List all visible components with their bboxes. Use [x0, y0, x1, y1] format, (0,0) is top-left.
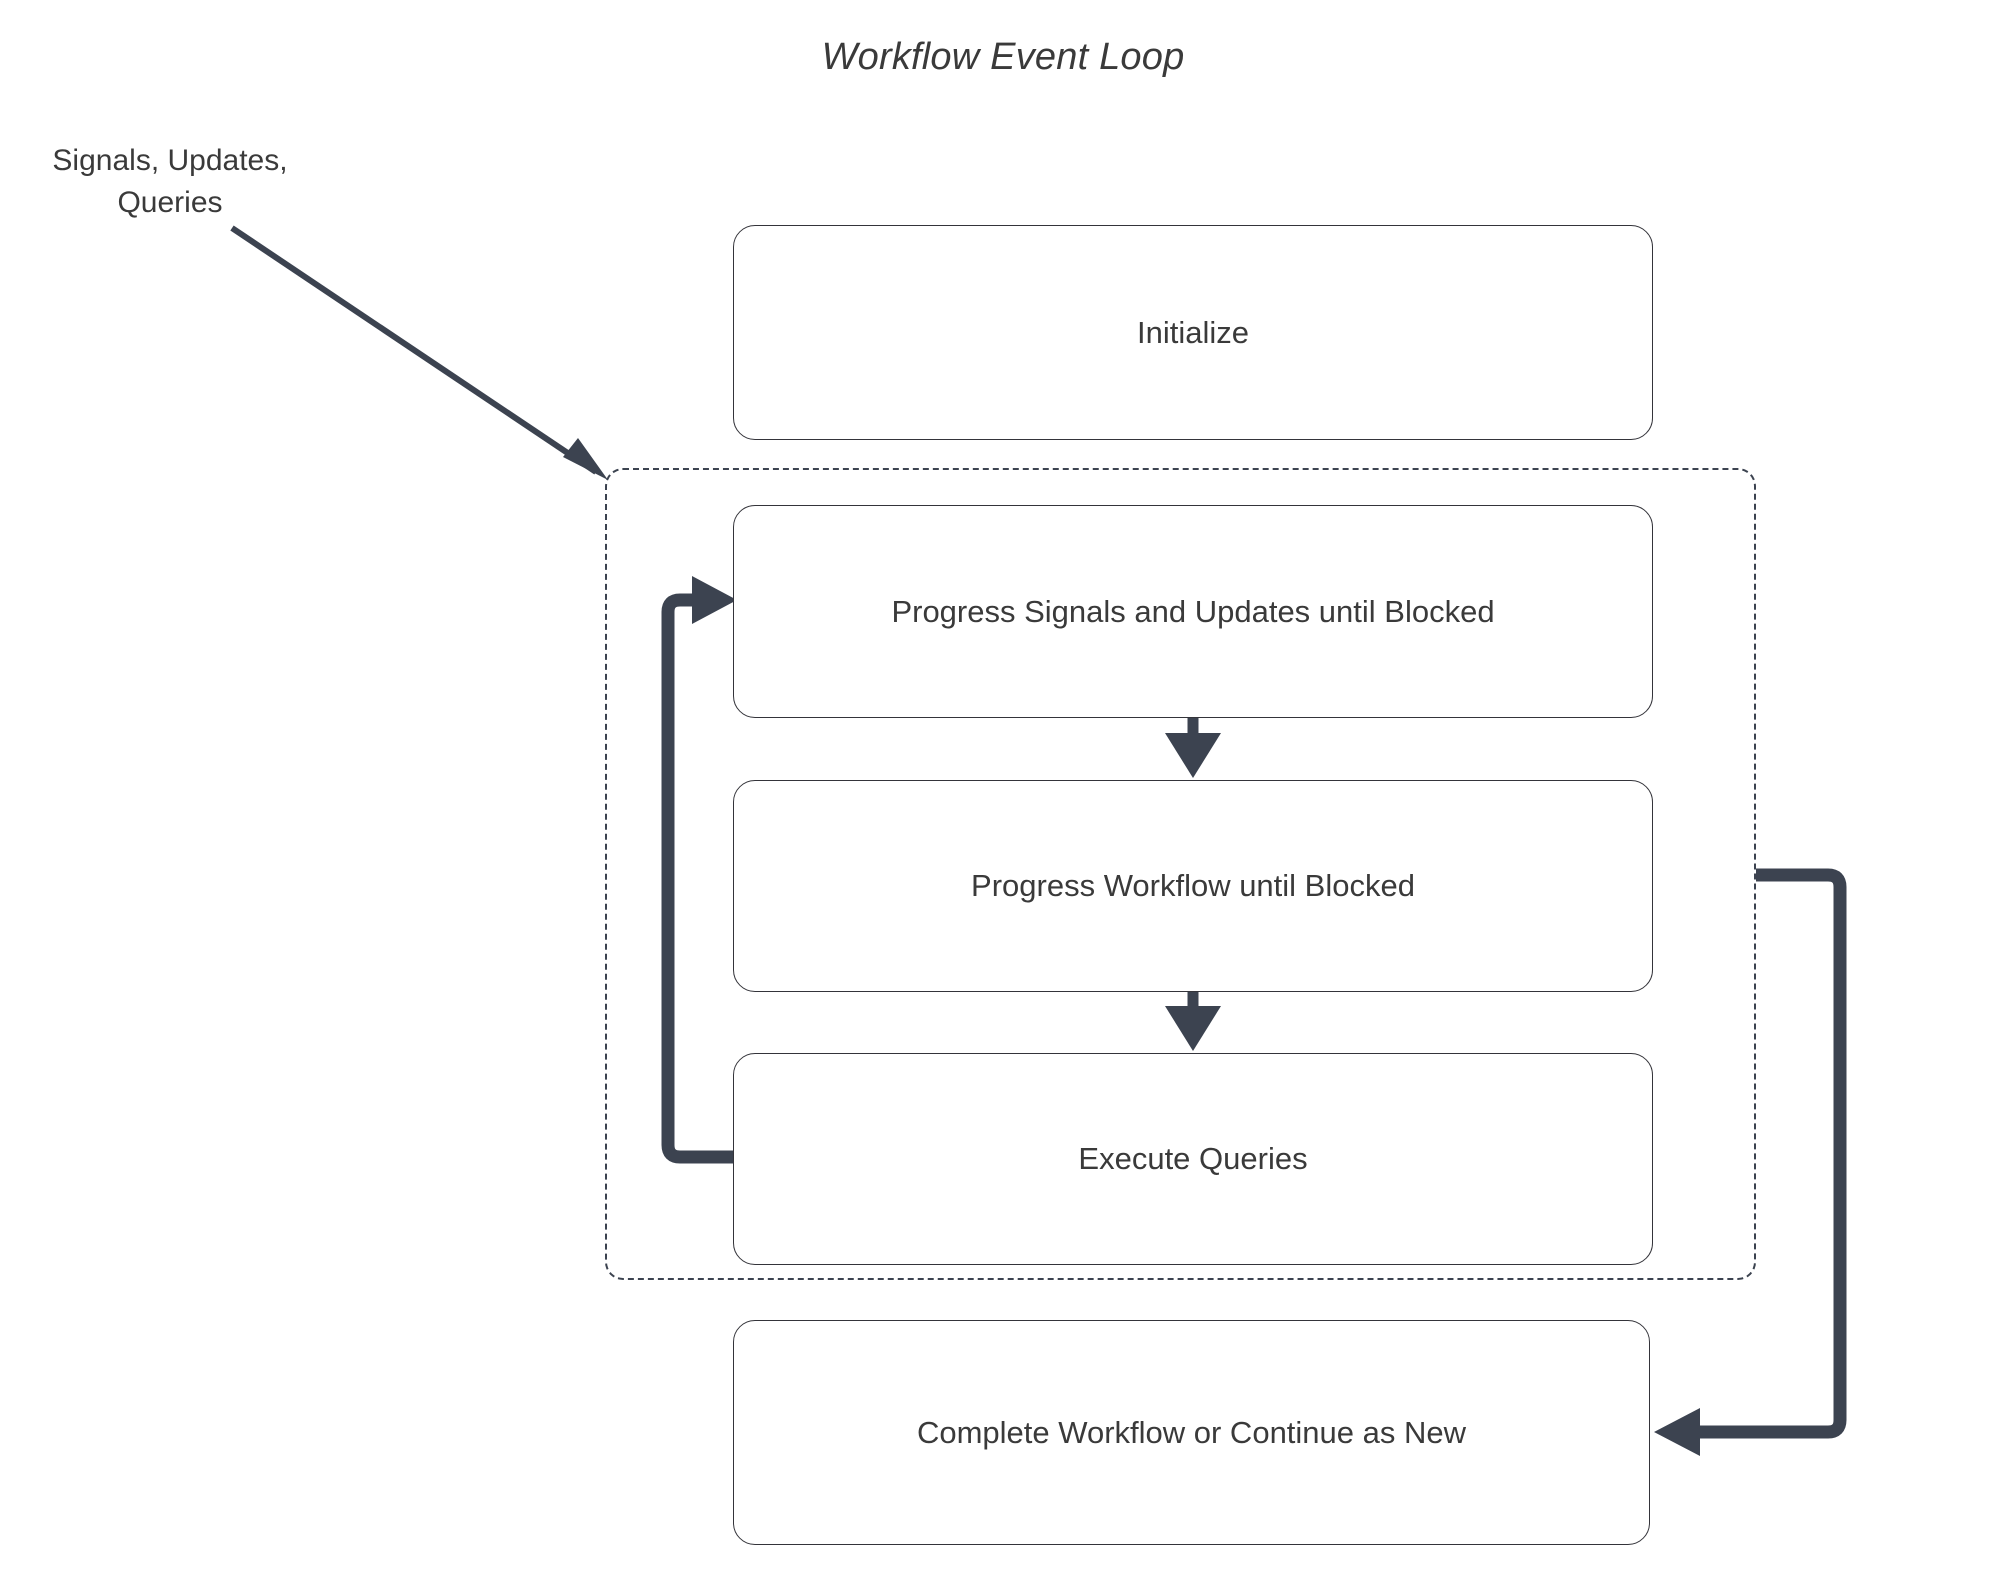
edge-input-to-loop	[230, 225, 608, 480]
node-progress-workflow-label: Progress Workflow until Blocked	[971, 868, 1415, 903]
node-initialize[interactable]: Initialize	[733, 225, 1653, 440]
node-execute-queries-label: Execute Queries	[1078, 1141, 1308, 1176]
node-progress-signals[interactable]: Progress Signals and Updates until Block…	[733, 505, 1653, 718]
page-title: Workflow Event Loop	[821, 36, 1185, 78]
node-execute-queries[interactable]: Execute Queries	[733, 1053, 1653, 1265]
node-complete-workflow-label: Complete Workflow or Continue as New	[916, 1414, 1467, 1450]
input-edge-label-line-2: Queries	[117, 186, 223, 219]
node-complete-workflow[interactable]: Complete Workflow or Continue as New	[733, 1320, 1650, 1545]
node-progress-workflow[interactable]: Progress Workflow until Blocked	[733, 780, 1653, 992]
node-progress-signals-label: Progress Signals and Updates until Block…	[891, 593, 1495, 629]
input-edge-label-line-1: Signals, Updates,	[52, 144, 288, 177]
input-edge-label: Signals, Updates, Queries	[20, 140, 320, 224]
node-initialize-label: Initialize	[1137, 314, 1249, 350]
